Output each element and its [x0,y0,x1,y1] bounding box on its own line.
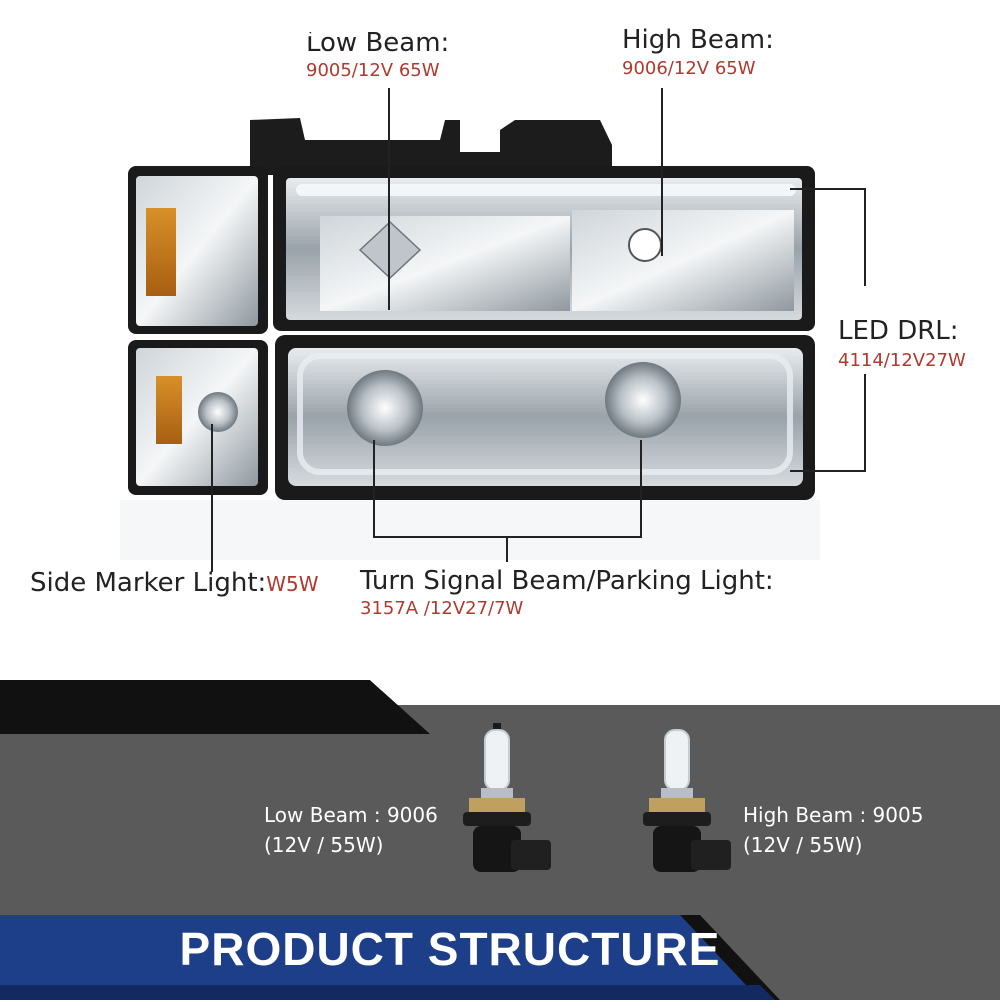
high-beam-bulb-image [643,729,731,872]
side-marker-label: Side Marker Light:W5W [30,568,319,598]
low-beam-spec: 9005/12V 65W [306,60,440,81]
high-beam-pointer-line [661,88,663,256]
product-structure-heading: PRODUCT STRUCTURE [179,923,721,975]
side-marker-title: Side Marker Light: [30,568,267,598]
low-beam-bulb-label: Low Beam : 9006 (12V / 55W) [264,800,438,860]
drl-bracket-top [790,188,866,190]
turn-signal-title: Turn Signal Beam/Parking Light: [360,566,774,596]
turn-signal-spec: 3157A /12V27/7W [360,598,524,619]
low-beam-title: Low Beam: [306,28,450,58]
headlight-assembly-image [120,118,820,560]
low-beam-bulb-line2: (12V / 55W) [264,833,384,857]
high-beam-bulb-line2: (12V / 55W) [743,833,863,857]
high-beam-bulb-line1: High Beam : 9005 [743,803,924,827]
low-beam-bulb-image [463,723,551,872]
side-marker-pointer-line [211,424,213,572]
low-beam-bulb-line1: Low Beam : 9006 [264,803,438,827]
led-drl-spec: 4114/12V27W [838,350,966,371]
mounting-bracket [250,118,612,175]
side-marker-spec: W5W [266,572,319,596]
footer-bar [0,915,780,1000]
drl-bracket-bottom [790,470,866,472]
low-beam-pointer-line [388,88,390,310]
high-beam-bulb-label: High Beam : 9005 (12V / 55W) [743,800,923,860]
led-drl-title: LED DRL: [838,316,959,346]
high-low-beam-banner [0,680,430,734]
banner-text: High & Low Beam Included [20,12,369,42]
high-beam-title: High Beam: [622,25,774,55]
turn-signal-bracket-left [373,440,375,538]
turn-signal-pointer-stem [506,536,508,562]
drl-bracket-vertical-lower [864,374,866,472]
turn-signal-bracket-right [640,440,642,538]
drl-bracket-vertical-upper [864,188,866,286]
high-beam-spec: 9006/12V 65W [622,58,756,79]
